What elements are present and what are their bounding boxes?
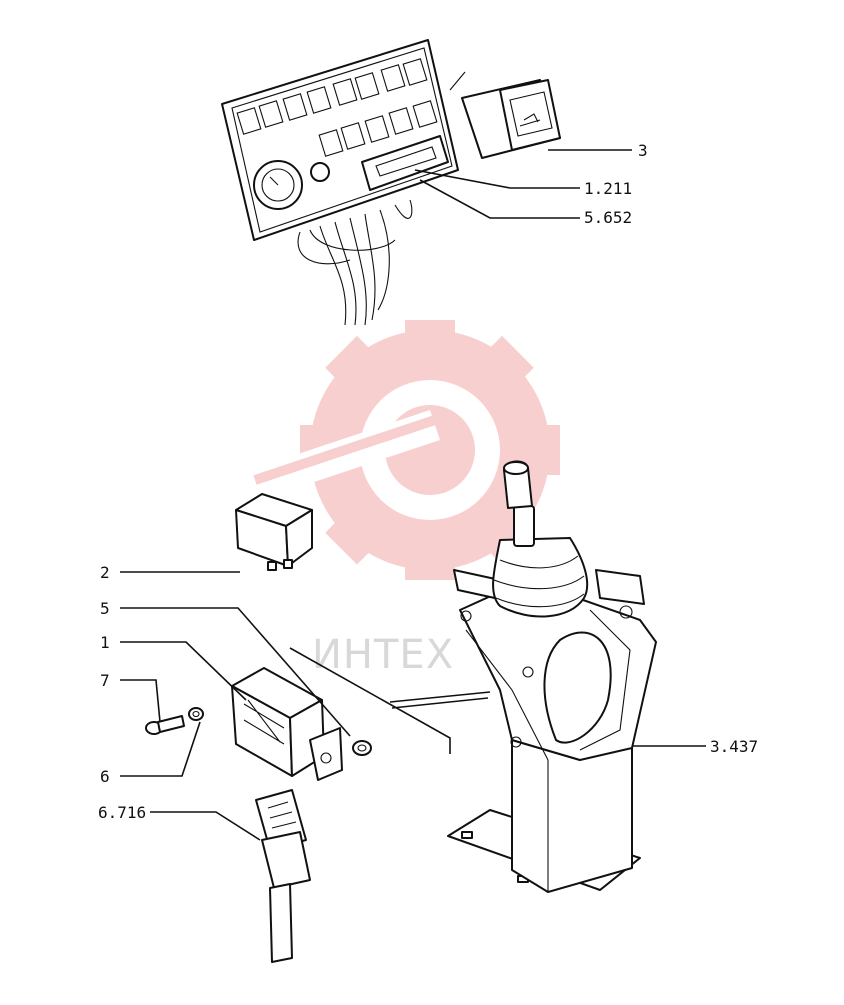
control-unit (231, 667, 343, 781)
callout-1211: 1.211 (584, 179, 632, 198)
watermark-gear-icon (250, 320, 560, 580)
connector (255, 789, 311, 963)
callout-1: 1 (100, 633, 110, 652)
joystick-assembly (447, 460, 657, 893)
leader-5 (120, 607, 351, 737)
screw (145, 707, 204, 735)
leader-mount-3 (391, 697, 489, 709)
leader-7 (120, 679, 161, 723)
leader-1211 (414, 169, 580, 189)
leader-mount-2 (389, 691, 491, 703)
callout-5652: 5.652 (584, 208, 632, 227)
relay (235, 493, 313, 571)
callout-5: 5 (100, 599, 110, 618)
rocker-switch (449, 71, 561, 159)
callout-7: 7 (100, 671, 110, 690)
leader-mount (289, 647, 451, 754)
watermark-text: ИНТЕХ (312, 632, 454, 678)
leader-5652 (419, 179, 580, 219)
washer (352, 740, 372, 756)
leader-6 (120, 721, 201, 777)
leader-6716 (150, 811, 261, 841)
leader-1 (120, 641, 247, 701)
callout-2: 2 (100, 563, 110, 582)
callout-3437: 3.437 (710, 737, 758, 756)
callout-3: 3 (638, 141, 648, 160)
callout-6716: 6.716 (98, 803, 146, 822)
callout-6: 6 (100, 767, 110, 786)
dashboard-panel (221, 39, 459, 326)
